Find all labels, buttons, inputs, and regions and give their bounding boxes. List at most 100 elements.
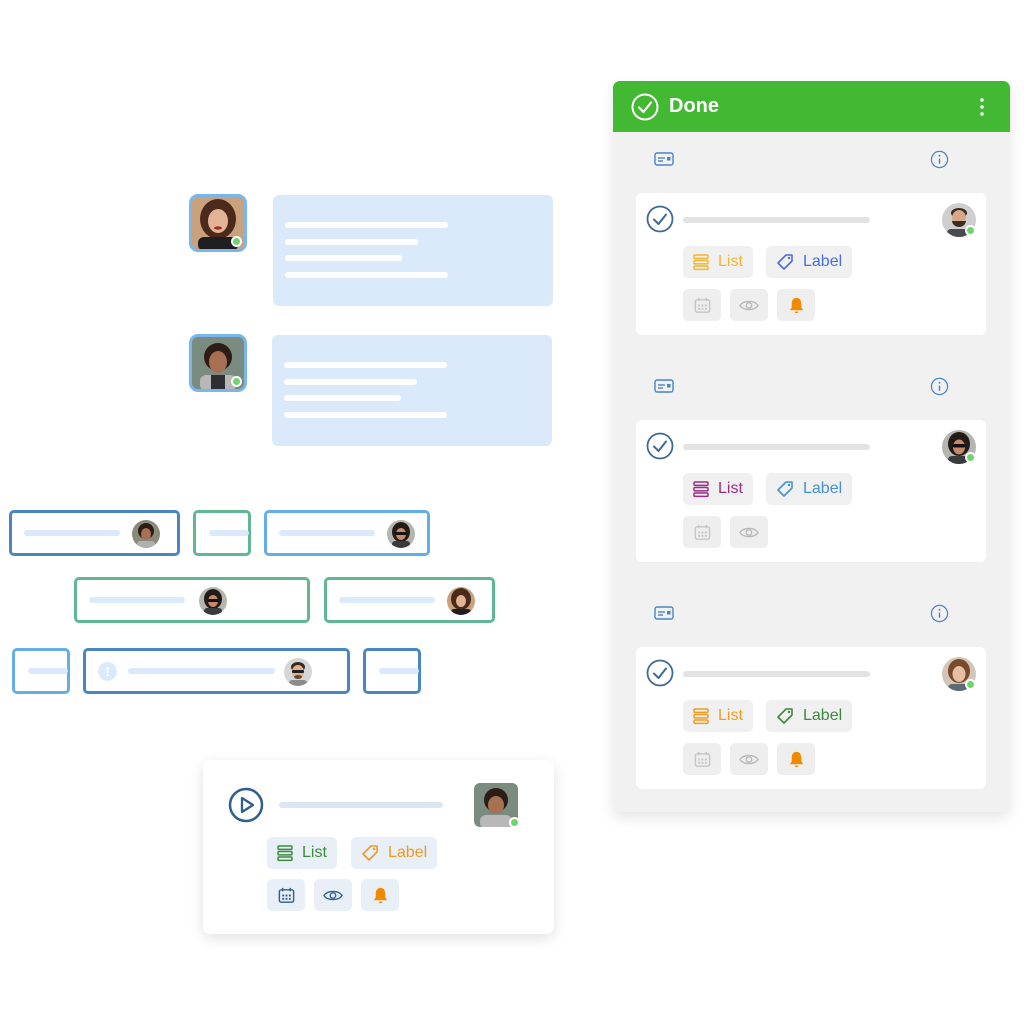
check-circle-icon — [631, 93, 659, 121]
eye-icon — [739, 754, 759, 764]
list-button[interactable]: List — [683, 700, 753, 732]
list-label: List — [718, 480, 743, 497]
info-icon[interactable] — [930, 377, 949, 401]
list-icon — [693, 708, 709, 725]
info-icon[interactable] — [930, 150, 949, 174]
text-line — [284, 395, 401, 401]
task-card[interactable]: List Label — [203, 760, 554, 934]
info-icon[interactable] — [930, 604, 949, 628]
list-icon — [277, 845, 293, 862]
tag-icon — [777, 481, 793, 497]
list-button[interactable]: List — [683, 473, 753, 505]
online-status-dot — [231, 236, 242, 247]
tag-icon — [777, 254, 793, 270]
tag-box[interactable] — [264, 510, 430, 556]
bell-icon — [373, 887, 387, 903]
tag-box[interactable] — [193, 510, 251, 556]
kebab-menu-icon[interactable] — [977, 96, 987, 118]
avatar — [132, 520, 160, 548]
calendar-icon — [694, 297, 710, 313]
id-card-icon — [654, 379, 674, 398]
avatar[interactable] — [189, 194, 247, 252]
avatar — [284, 658, 312, 686]
title-placeholder-line — [683, 217, 870, 223]
tag-box[interactable] — [324, 577, 495, 623]
list-label: List — [302, 844, 327, 861]
play-circle-icon[interactable] — [228, 787, 264, 823]
tag-box[interactable] — [12, 648, 70, 694]
title-placeholder-line — [683, 671, 870, 677]
eye-icon — [739, 527, 759, 537]
online-status-dot — [965, 225, 976, 236]
notification-button[interactable] — [361, 879, 399, 911]
tag-box[interactable] — [9, 510, 180, 556]
text-line — [284, 412, 447, 418]
column-title: Done — [669, 95, 719, 117]
tag-icon — [777, 708, 793, 724]
list-label: List — [718, 253, 743, 270]
calendar-button[interactable] — [267, 879, 305, 911]
tag-box[interactable] — [363, 648, 421, 694]
task-card[interactable]: List Label — [636, 420, 986, 562]
tag-box[interactable]: ! — [83, 648, 350, 694]
calendar-button[interactable] — [683, 743, 721, 775]
list-button[interactable]: List — [683, 246, 753, 278]
bell-icon — [789, 751, 803, 767]
watch-button[interactable] — [314, 879, 352, 911]
online-status-dot — [509, 817, 520, 828]
online-status-dot — [965, 452, 976, 463]
avatar[interactable] — [942, 203, 976, 237]
done-column: Done List Label — [613, 81, 1010, 812]
list-icon — [693, 254, 709, 271]
tag-box[interactable] — [74, 577, 310, 623]
calendar-icon — [694, 524, 710, 540]
text-line — [285, 272, 448, 278]
column-header: Done — [613, 81, 1010, 132]
task-card[interactable]: List Label — [636, 647, 986, 789]
eye-icon — [739, 300, 759, 310]
list-icon — [693, 481, 709, 498]
task-card[interactable]: List Label — [636, 193, 986, 335]
text-line — [285, 255, 402, 261]
title-placeholder-line — [683, 444, 870, 450]
online-status-dot — [965, 679, 976, 690]
label-button[interactable]: Label — [766, 246, 853, 278]
check-circle-icon[interactable] — [646, 659, 674, 687]
label-text: Label — [803, 480, 843, 497]
chat-bubble — [272, 335, 552, 446]
label-button[interactable]: Label — [766, 700, 853, 732]
tag-icon — [362, 845, 378, 861]
notification-button[interactable] — [777, 743, 815, 775]
id-card-icon — [654, 152, 674, 171]
label-text: Label — [803, 253, 843, 270]
calendar-button[interactable] — [683, 516, 721, 548]
eye-icon — [323, 890, 343, 900]
online-status-dot — [231, 376, 242, 387]
watch-button[interactable] — [730, 743, 768, 775]
label-button[interactable]: Label — [351, 837, 438, 869]
text-line — [285, 222, 448, 228]
label-button[interactable]: Label — [766, 473, 853, 505]
alert-icon: ! — [98, 662, 117, 681]
label-text: Label — [803, 707, 843, 724]
calendar-icon — [694, 751, 710, 767]
avatar — [387, 520, 415, 548]
check-circle-icon[interactable] — [646, 432, 674, 460]
text-line — [285, 239, 418, 245]
avatar[interactable] — [189, 334, 247, 392]
list-button[interactable]: List — [267, 837, 337, 869]
calendar-button[interactable] — [683, 289, 721, 321]
avatar — [199, 587, 227, 615]
check-circle-icon[interactable] — [646, 205, 674, 233]
bell-icon — [789, 297, 803, 313]
id-card-icon — [654, 606, 674, 625]
watch-button[interactable] — [730, 516, 768, 548]
chat-bubble — [273, 195, 553, 306]
text-line — [284, 362, 447, 368]
person-photo-icon — [192, 197, 244, 249]
list-label: List — [718, 707, 743, 724]
watch-button[interactable] — [730, 289, 768, 321]
title-placeholder-line — [279, 802, 443, 808]
avatar — [447, 587, 475, 615]
notification-button[interactable] — [777, 289, 815, 321]
